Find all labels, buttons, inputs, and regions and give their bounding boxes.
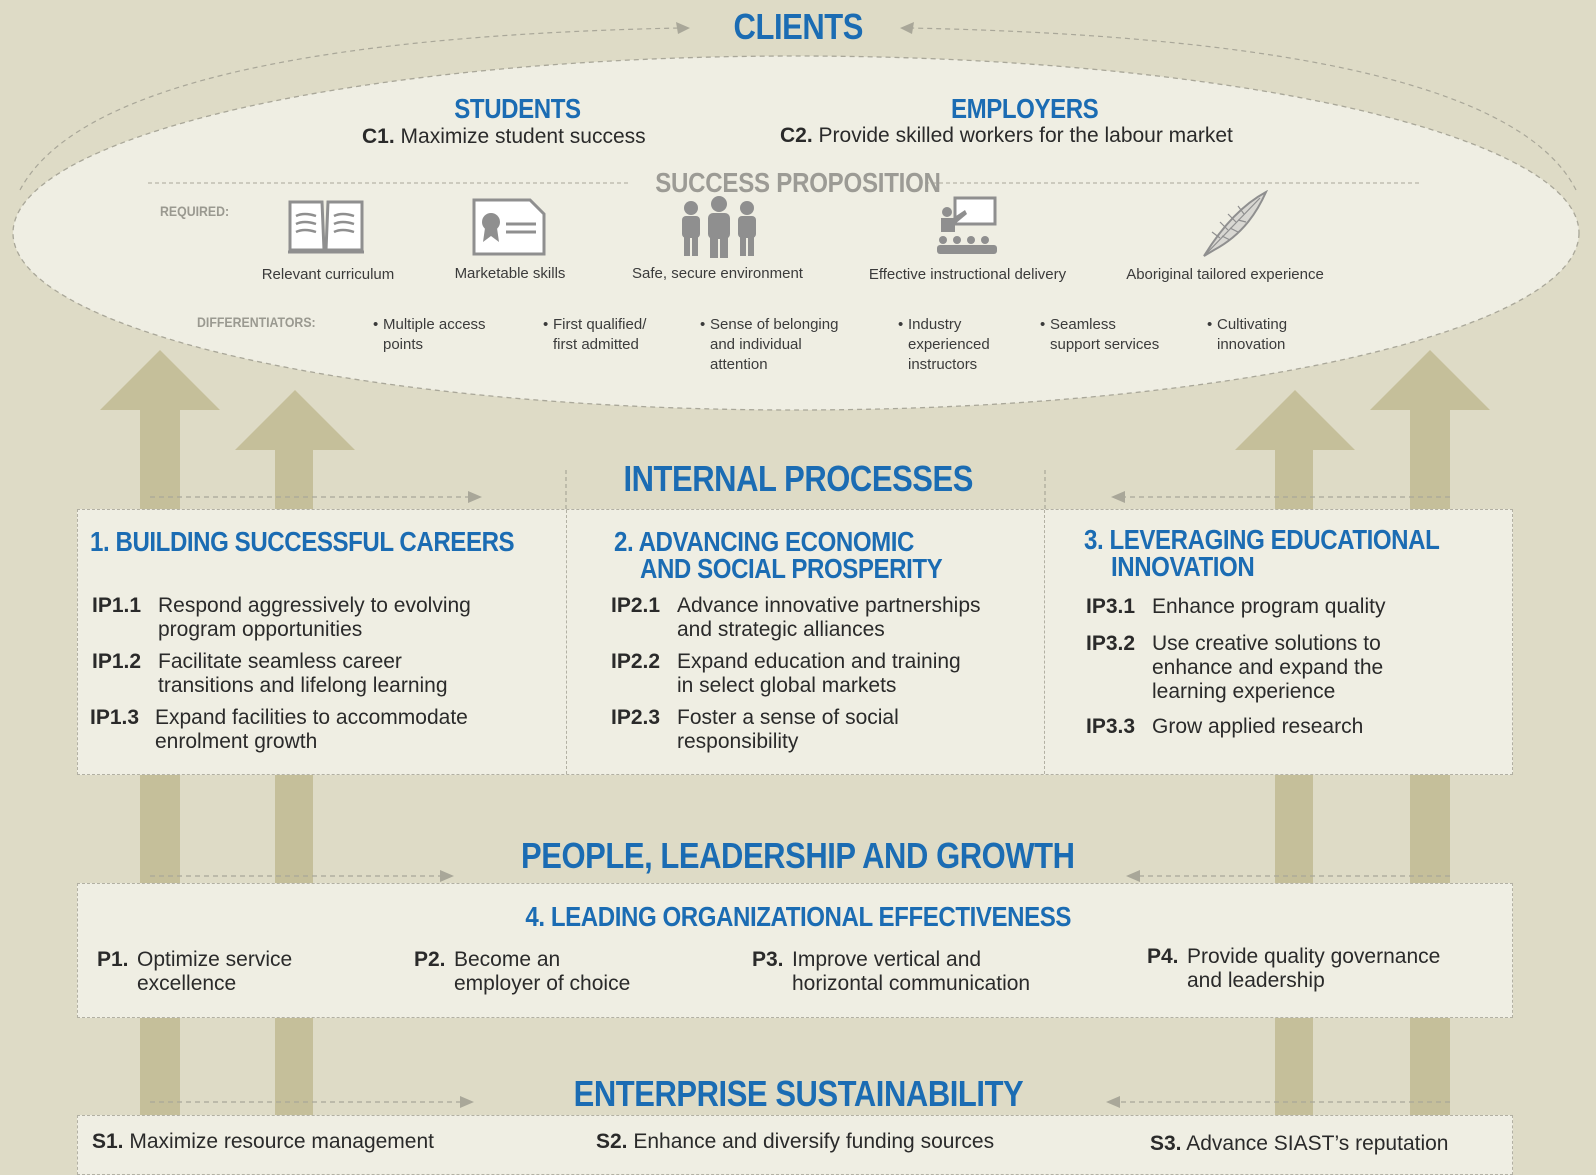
people-title: PEOPLE, LEADERSHIP AND GROWTH xyxy=(521,835,1075,876)
people-subtitle: 4. LEADING ORGANIZATIONAL EFFECTIVENESS xyxy=(525,901,1071,932)
column-1-title: 1. BUILDING SUCCESSFUL CAREERS xyxy=(90,526,515,557)
internal-processes-title: INTERNAL PROCESSES xyxy=(623,458,973,499)
feather-icon xyxy=(1203,190,1268,257)
s1: S1. Maximize resource management xyxy=(92,1130,434,1153)
students-title: STUDENTS xyxy=(453,93,581,124)
column-2-title-line-2: AND SOCIAL PROSPERITY xyxy=(640,553,943,584)
clients-ellipse xyxy=(12,55,1580,411)
required-label-2: Safe, secure environment xyxy=(632,265,803,282)
column-3-title-line-1: 3. LEVERAGING EDUCATIONAL xyxy=(1084,524,1440,555)
s2: S2. Enhance and diversify funding source… xyxy=(596,1130,995,1153)
clients-title: CLIENTS xyxy=(733,6,863,47)
classroom-icon xyxy=(937,196,997,254)
up-arrow-right-inner xyxy=(1235,390,1355,1165)
required-label-4: Aboriginal tailored experience xyxy=(1126,266,1324,283)
s3: S3. Advance SIAST’s reputation xyxy=(1150,1132,1449,1155)
success-proposition-title: SUCCESS PROPOSITION xyxy=(655,167,941,198)
c1-objective: C1. Maximize student success xyxy=(362,125,646,148)
column-2-title-line-1: 2. ADVANCING ECONOMIC xyxy=(614,526,915,557)
required-label-0: Relevant curriculum xyxy=(261,266,395,283)
c2-objective: C2. Provide skilled workers for the labo… xyxy=(780,124,1233,147)
employers-title: EMPLOYERS xyxy=(951,93,1099,124)
required-label: REQUIRED: xyxy=(160,203,230,219)
required-label-3: Effective instructional delivery xyxy=(868,266,1067,283)
internal-processes-panel xyxy=(77,509,1513,775)
required-label-1: Marketable skills xyxy=(454,265,566,282)
column-3-title-line-2: INNOVATION xyxy=(1111,551,1255,582)
differentiators-label: DIFFERENTIATORS: xyxy=(197,314,316,330)
people-icon xyxy=(682,196,756,258)
book-icon xyxy=(288,200,364,254)
people-panel xyxy=(77,883,1513,1018)
enterprise-title: ENTERPRISE SUSTAINABILITY xyxy=(573,1073,1023,1114)
certificate-icon xyxy=(472,198,546,256)
up-arrow-left-inner xyxy=(235,390,355,1165)
